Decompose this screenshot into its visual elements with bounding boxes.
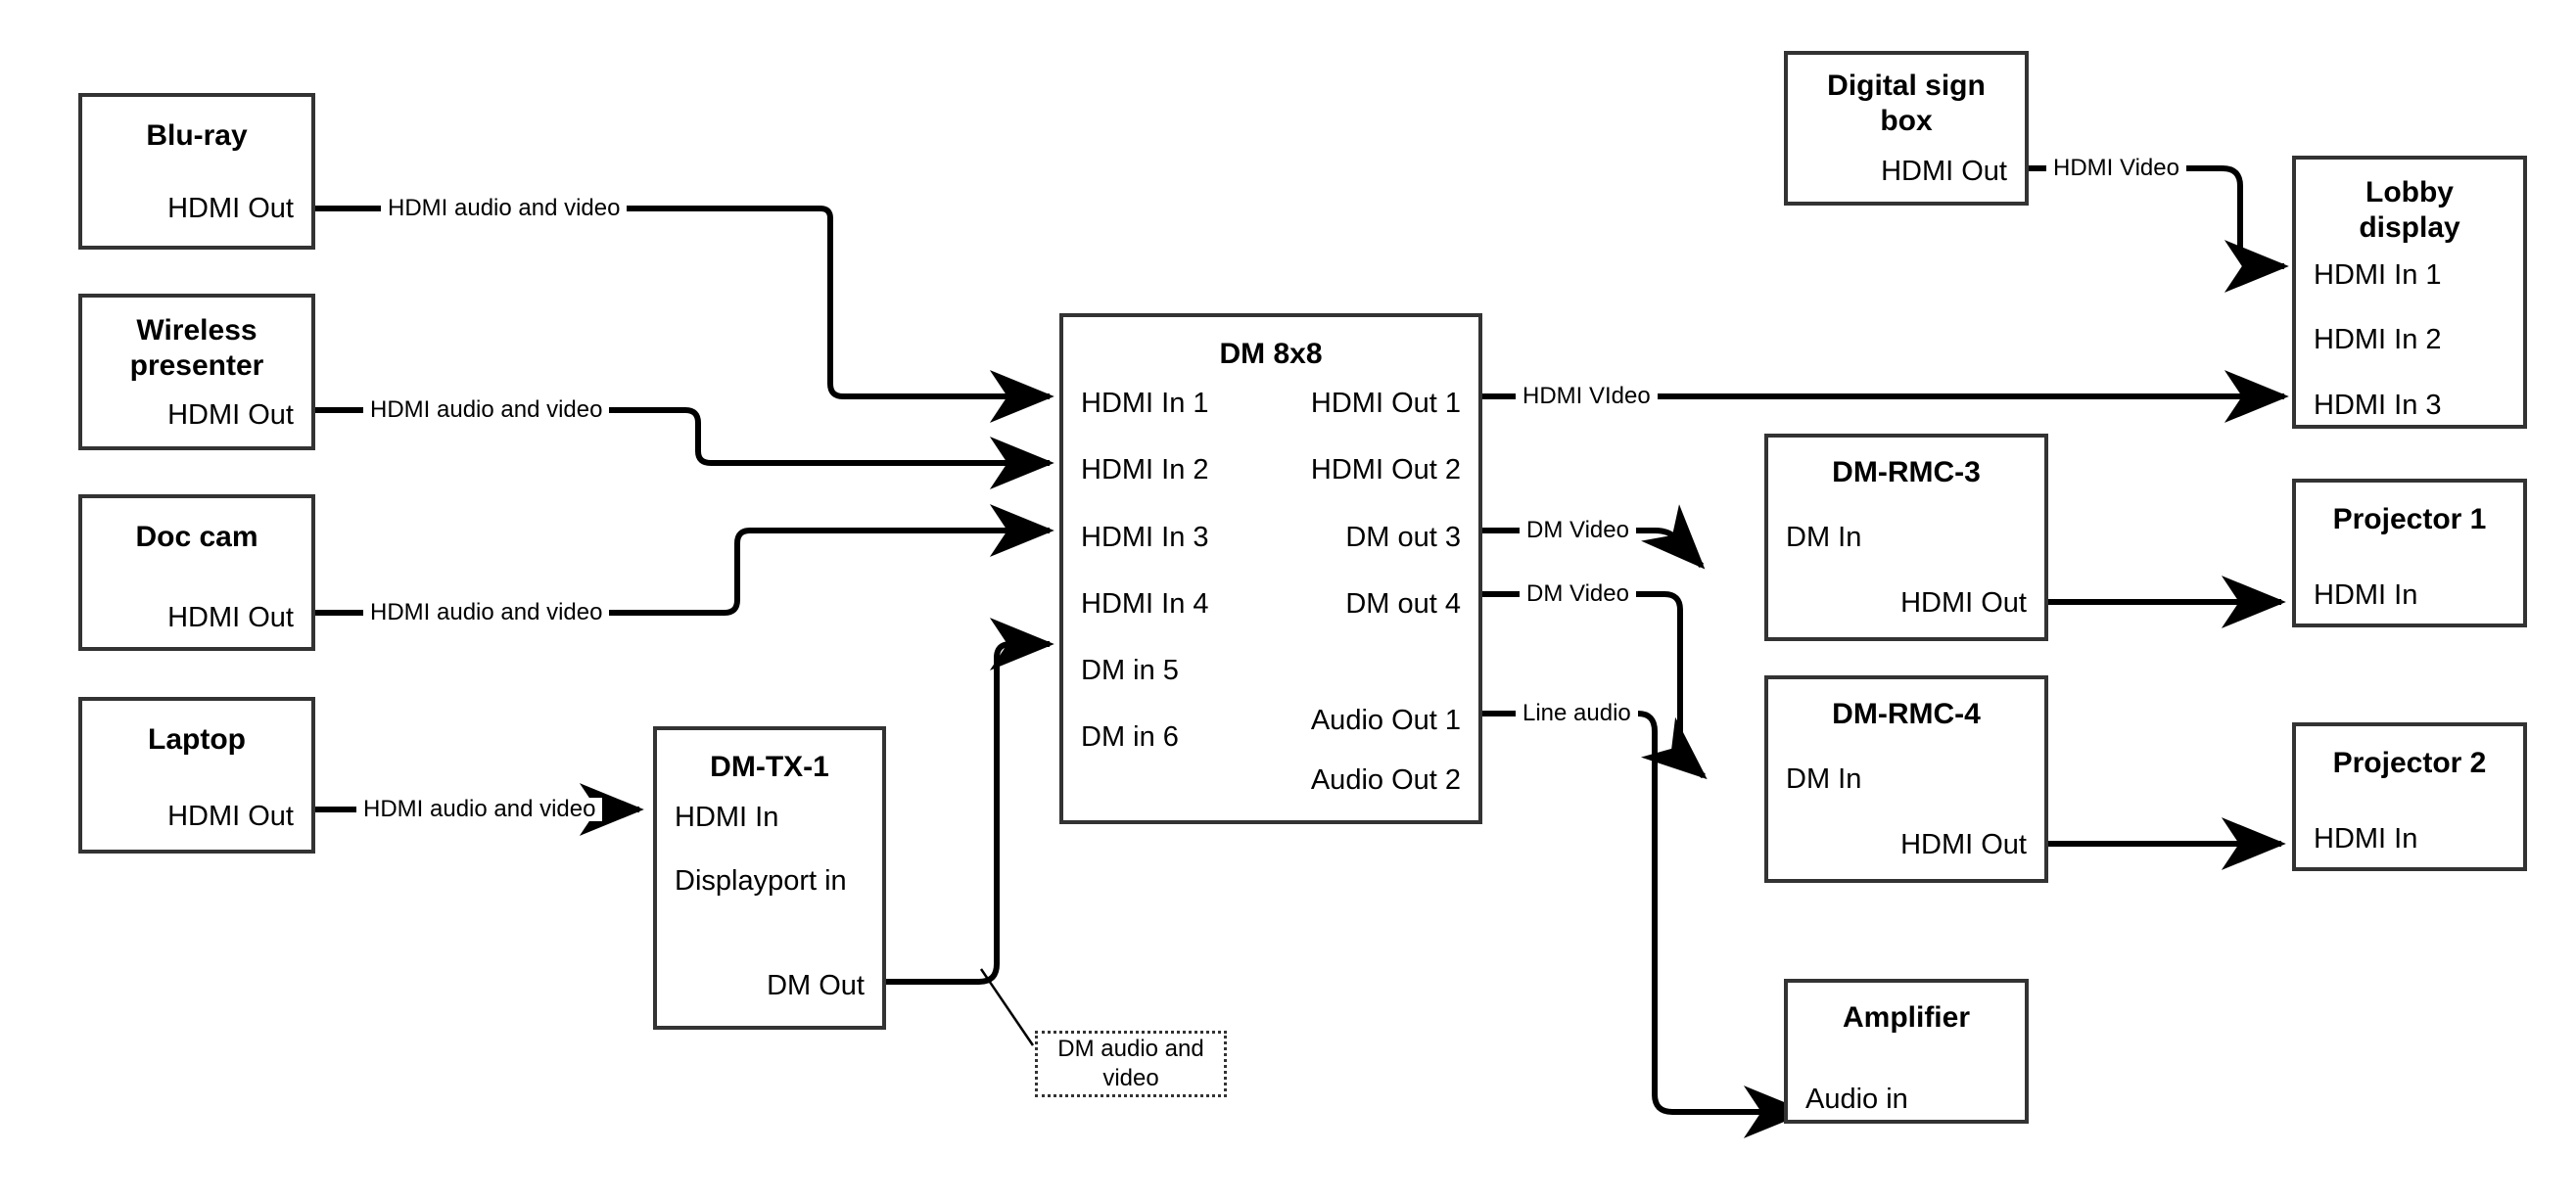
node-bluray[interactable]: Blu-ray HDMI Out xyxy=(78,93,315,250)
wire-label-wireless-presenter: HDMI audio and video xyxy=(363,398,610,422)
node-dm-8x8-title: DM 8x8 xyxy=(1219,338,1323,370)
port-dm-8x8-hdmi-in-2[interactable]: HDMI In 2 xyxy=(1081,454,1209,485)
node-digital-sign-box[interactable]: Digital sign box HDMI Out xyxy=(1784,51,2029,206)
port-amplifier-audio-in[interactable]: Audio in xyxy=(1805,1084,1908,1115)
wire-dm88-out4-to-rmc4 xyxy=(1482,591,1708,780)
node-lobby-display-title-line1: Lobby xyxy=(2365,176,2454,208)
port-dm-8x8-dm-in-5[interactable]: DM in 5 xyxy=(1081,655,1179,686)
wire-label-audio-out-1: Line audio xyxy=(1516,702,1638,725)
wire-label-doc-cam: HDMI audio and video xyxy=(363,601,610,624)
port-dm-rmc-3-hdmi-out[interactable]: HDMI Out xyxy=(1900,587,2027,619)
node-lobby-display[interactable]: Lobby display HDMI In 1 HDMI In 2 HDMI I… xyxy=(2292,156,2527,429)
node-dm-tx-1-title: DM-TX-1 xyxy=(710,751,829,783)
port-dm-8x8-hdmi-in-3[interactable]: HDMI In 3 xyxy=(1081,522,1209,553)
node-lobby-display-title-line2: display xyxy=(2359,211,2460,244)
wire-bluray-to-dm88-in1 xyxy=(315,206,1054,423)
port-dm-tx-1-displayport-in[interactable]: Displayport in xyxy=(675,865,847,897)
port-dm-tx-1-dm-out[interactable]: DM Out xyxy=(767,970,865,1001)
node-dm-rmc-3[interactable]: DM-RMC-3 DM In HDMI Out xyxy=(1764,434,2048,641)
node-dm-8x8[interactable]: DM 8x8 HDMI In 1 HDMI In 2 HDMI In 3 HDM… xyxy=(1059,313,1482,824)
node-wireless-presenter-title-line1: Wireless xyxy=(136,314,258,346)
port-digital-sign-box-hdmi-out[interactable]: HDMI Out xyxy=(1881,156,2007,187)
wire-dmtx-to-dm88-in5 xyxy=(886,618,1054,985)
wire-label-laptop: HDMI audio and video xyxy=(356,798,603,821)
node-projector-2[interactable]: Projector 2 HDMI In xyxy=(2292,722,2527,871)
port-wireless-presenter-hdmi-out[interactable]: HDMI Out xyxy=(167,399,294,431)
node-amplifier-title: Amplifier xyxy=(1842,1001,1971,1034)
port-doc-cam-hdmi-out[interactable]: HDMI Out xyxy=(167,602,294,633)
port-projector-2-hdmi-in[interactable]: HDMI In xyxy=(2314,823,2418,855)
port-dm-rmc-4-hdmi-out[interactable]: HDMI Out xyxy=(1900,829,2027,860)
port-dm-8x8-hdmi-in-1[interactable]: HDMI In 1 xyxy=(1081,388,1209,419)
port-lobby-display-hdmi-in-1[interactable]: HDMI In 1 xyxy=(2314,259,2442,291)
callout-text-line2: video xyxy=(1102,1065,1159,1091)
node-dm-rmc-3-title: DM-RMC-3 xyxy=(1832,456,1981,488)
port-dm-8x8-audio-out-2[interactable]: Audio Out 2 xyxy=(1310,764,1461,796)
wire-label-dm-out-4: DM Video xyxy=(1520,582,1636,606)
node-amplifier[interactable]: Amplifier Audio in xyxy=(1784,979,2029,1124)
port-dm-rmc-3-dm-in[interactable]: DM In xyxy=(1786,522,1862,553)
port-bluray-hdmi-out[interactable]: HDMI Out xyxy=(167,193,294,224)
wire-label-bluray: HDMI audio and video xyxy=(381,197,628,220)
port-dm-8x8-audio-out-1[interactable]: Audio Out 1 xyxy=(1310,705,1461,736)
port-dm-8x8-hdmi-in-4[interactable]: HDMI In 4 xyxy=(1081,588,1209,620)
node-doc-cam-title: Doc cam xyxy=(135,521,258,553)
port-dm-8x8-dm-out-4[interactable]: DM out 4 xyxy=(1345,588,1461,620)
node-wireless-presenter-title-line2: presenter xyxy=(129,349,264,382)
wire-callout-leader-dm-audio-video xyxy=(979,968,1035,1046)
node-digital-sign-box-title-line1: Digital sign xyxy=(1827,69,1986,102)
node-dm-rmc-4[interactable]: DM-RMC-4 DM In HDMI Out xyxy=(1764,675,2048,883)
port-laptop-hdmi-out[interactable]: HDMI Out xyxy=(167,801,294,832)
port-dm-tx-1-hdmi-in[interactable]: HDMI In xyxy=(675,802,779,833)
node-dm-rmc-4-title: DM-RMC-4 xyxy=(1832,698,1981,730)
node-bluray-title: Blu-ray xyxy=(146,119,248,152)
port-dm-8x8-hdmi-out-2[interactable]: HDMI Out 2 xyxy=(1310,454,1461,485)
port-dm-8x8-dm-in-6[interactable]: DM in 6 xyxy=(1081,721,1179,753)
callout-dm-audio-and-video: DM audio and video xyxy=(1035,1031,1227,1097)
wire-label-digital-sign-box: HDMI Video xyxy=(2046,157,2186,180)
wire-label-hdmi-out-1: HDMI VIdeo xyxy=(1516,385,1658,408)
port-projector-1-hdmi-in[interactable]: HDMI In xyxy=(2314,579,2418,611)
port-lobby-display-hdmi-in-3[interactable]: HDMI In 3 xyxy=(2314,390,2442,421)
node-wireless-presenter[interactable]: Wireless presenter HDMI Out xyxy=(78,294,315,450)
port-dm-8x8-hdmi-out-1[interactable]: HDMI Out 1 xyxy=(1310,388,1461,419)
node-projector-2-title: Projector 2 xyxy=(2332,747,2487,779)
node-doc-cam[interactable]: Doc cam HDMI Out xyxy=(78,494,315,651)
wire-label-dm-out-3: DM Video xyxy=(1520,519,1636,542)
node-laptop-title: Laptop xyxy=(148,723,246,756)
port-dm-8x8-dm-out-3[interactable]: DM out 3 xyxy=(1345,522,1461,553)
node-dm-tx-1[interactable]: DM-TX-1 HDMI In Displayport in DM Out xyxy=(653,726,886,1030)
node-digital-sign-box-title-line2: box xyxy=(1880,105,1933,137)
callout-text: DM audio and video xyxy=(1057,1035,1203,1093)
callout-text-line1: DM audio and xyxy=(1057,1036,1204,1062)
port-dm-rmc-4-dm-in[interactable]: DM In xyxy=(1786,763,1862,795)
node-laptop[interactable]: Laptop HDMI Out xyxy=(78,697,315,854)
wire-dm88-audio1-to-amplifier xyxy=(1482,711,1808,1138)
node-projector-1[interactable]: Projector 1 HDMI In xyxy=(2292,479,2527,627)
node-projector-1-title: Projector 1 xyxy=(2332,503,2487,535)
port-lobby-display-hdmi-in-2[interactable]: HDMI In 2 xyxy=(2314,324,2442,355)
